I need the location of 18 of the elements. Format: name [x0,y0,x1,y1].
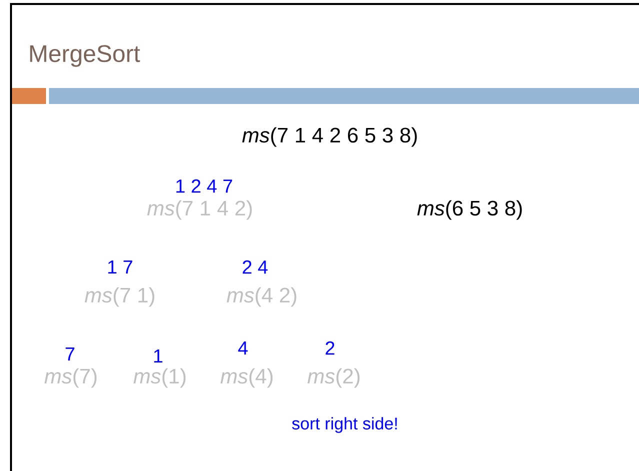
function-call-label: ms(6 5 3 8) [417,200,522,220]
function-call-label: ms(4 2) [226,287,296,307]
function-call-label: ms(1) [134,368,186,388]
function-call-label: ms(2) [308,368,360,388]
sorted-result-label: 2 [326,341,334,355]
sorted-result-label: 2 4 [242,260,268,274]
function-call-label: ms(4) [220,368,273,388]
sorted-result-label: 7 [66,347,74,361]
sorted-result-label: 1 7 [108,260,132,274]
sorted-result-label: 1 [154,349,162,363]
note-label: sort right side! [292,417,397,433]
function-call-label: ms(7 1) [84,287,154,307]
function-call-label: ms(7) [44,368,97,388]
function-call-label: ms(7 1 4 2) [147,200,252,220]
function-call-label: ms(7 1 4 2 6 5 3 8) [242,127,417,147]
sorted-result-label: 1 2 4 7 [176,179,232,193]
slide-title: MergeSort [30,45,140,67]
sorted-result-label: 4 [238,341,248,355]
